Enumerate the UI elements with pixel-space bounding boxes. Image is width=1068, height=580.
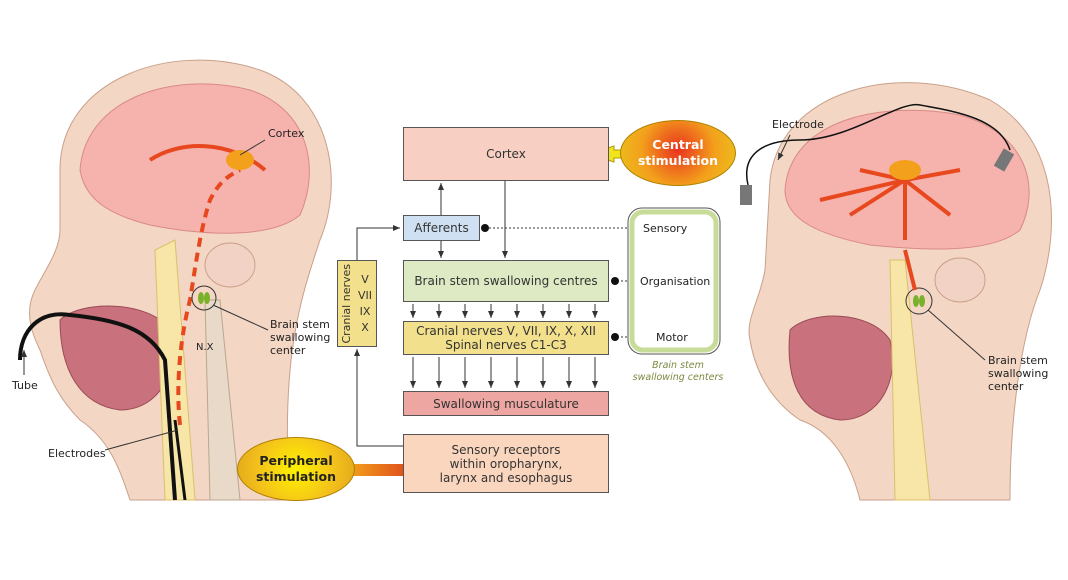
centers-panel-outer [627, 207, 721, 355]
organisation-label: Organisation [640, 275, 711, 288]
central-line2: stimulation [637, 153, 719, 168]
afferents-box: Afferents [403, 215, 480, 241]
numeral: VII [358, 288, 373, 302]
cranial-line1: Cranial nerves V, VII, IX, X, XII [416, 324, 596, 338]
cortex-box: Cortex [403, 127, 609, 181]
receptors-line1: Sensory receptors [451, 442, 561, 457]
numeral: IX [359, 304, 371, 318]
central-line1: Central [652, 137, 704, 152]
tube-label: Tube [12, 379, 38, 392]
numeral: X [361, 320, 369, 334]
receptors-line3: larynx and esophagus [439, 470, 573, 485]
swallowing-musculature-box: Swallowing musculature [403, 391, 609, 416]
cranial-line2: Spinal nerves C1-C3 [445, 338, 567, 352]
right-head-illustration [740, 82, 1052, 501]
left-cortex-label: Cortex [268, 127, 305, 140]
cranial-nerves-vertical-box: Cranial nerves V VII IX X [337, 260, 377, 347]
cranial-vertical-label: Cranial nerves [340, 263, 353, 344]
peripheral-line1: Peripheral [259, 453, 333, 468]
sensory-label: Sensory [643, 222, 688, 235]
electrodes-label: Electrodes [48, 447, 106, 460]
left-head-illustration [18, 59, 332, 501]
motor-label: Motor [656, 331, 688, 344]
electrode-label: Electrode [772, 118, 824, 131]
nx-label: N.X [196, 342, 214, 353]
peripheral-line2: stimulation [255, 469, 337, 484]
receptors-line2: within oropharynx, [449, 456, 563, 471]
brainstem-centres-box: Brain stem swallowing centres [403, 260, 609, 302]
numeral: V [361, 272, 369, 286]
